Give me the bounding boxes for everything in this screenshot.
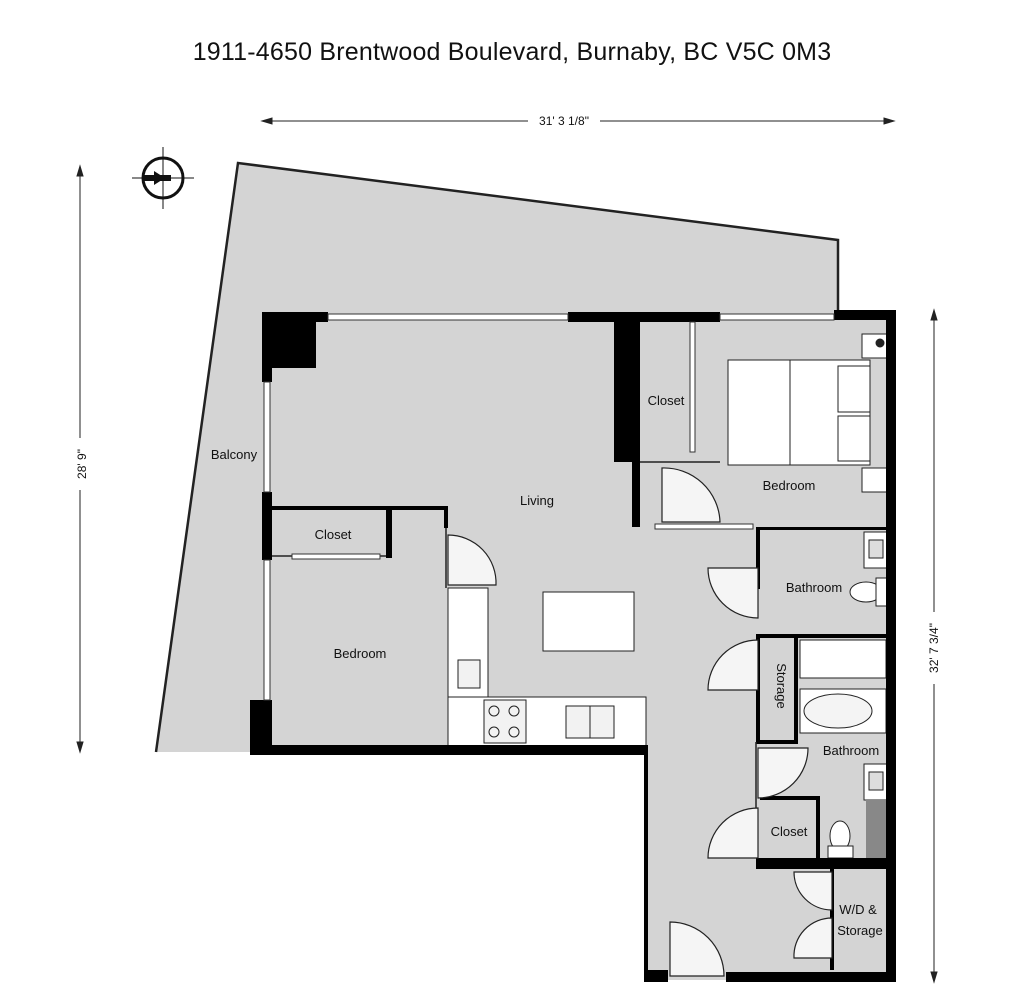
label-bedroom-main: Bedroom (763, 478, 816, 493)
windows (263, 313, 835, 701)
door-swing (793, 871, 833, 911)
door-swing (661, 467, 721, 523)
label-living: Living (520, 493, 554, 508)
shelf (866, 800, 886, 858)
kitchen-counter (447, 696, 647, 747)
door-swing (707, 567, 759, 619)
balcony-floor (156, 163, 838, 752)
floor-area (156, 163, 890, 980)
label-bedroom-left: Bedroom (334, 646, 387, 661)
label-storage: Storage (774, 663, 789, 709)
dimension-right-height (930, 308, 938, 984)
right-height-label: 32' 7 3/4" (927, 623, 941, 673)
plan-title: 1911-4650 Brentwood Boulevard, Burnaby, … (192, 38, 832, 66)
room-labels: Balcony Living Closet Bedroom Closet Bed… (211, 393, 883, 938)
dimension-width (260, 117, 896, 125)
left-height-label: 28' 9" (75, 449, 89, 479)
compass-icon (132, 147, 194, 209)
shower-icon (799, 639, 887, 679)
label-bathroom-main: Bathroom (823, 743, 879, 758)
dimension-left-height (76, 164, 84, 754)
label-wd-line1: W/D & (839, 902, 877, 917)
stove-icon (483, 699, 527, 744)
label-wd-line2: Storage (837, 923, 883, 938)
nightstand-icon (861, 467, 889, 493)
label-closet-left: Closet (315, 527, 352, 542)
door-swing (707, 807, 759, 859)
door-swing (793, 917, 833, 959)
fixtures (447, 333, 889, 859)
label-closet-top: Closet (648, 393, 685, 408)
label-bathroom-ensuite: Bathroom (786, 580, 842, 595)
balcony-rail (154, 161, 840, 753)
walls (250, 310, 896, 982)
door-swing (707, 639, 759, 691)
door-swing (447, 534, 497, 586)
label-balcony: Balcony (211, 447, 258, 462)
kitchen-island (542, 591, 635, 652)
door-swing (669, 921, 725, 977)
door-swing (757, 747, 809, 799)
nightstand-icon (861, 333, 889, 359)
microwave-icon (457, 659, 481, 689)
width-label: 31' 3 1/8" (539, 114, 589, 128)
doors (447, 467, 833, 977)
label-closet-hall: Closet (771, 824, 808, 839)
